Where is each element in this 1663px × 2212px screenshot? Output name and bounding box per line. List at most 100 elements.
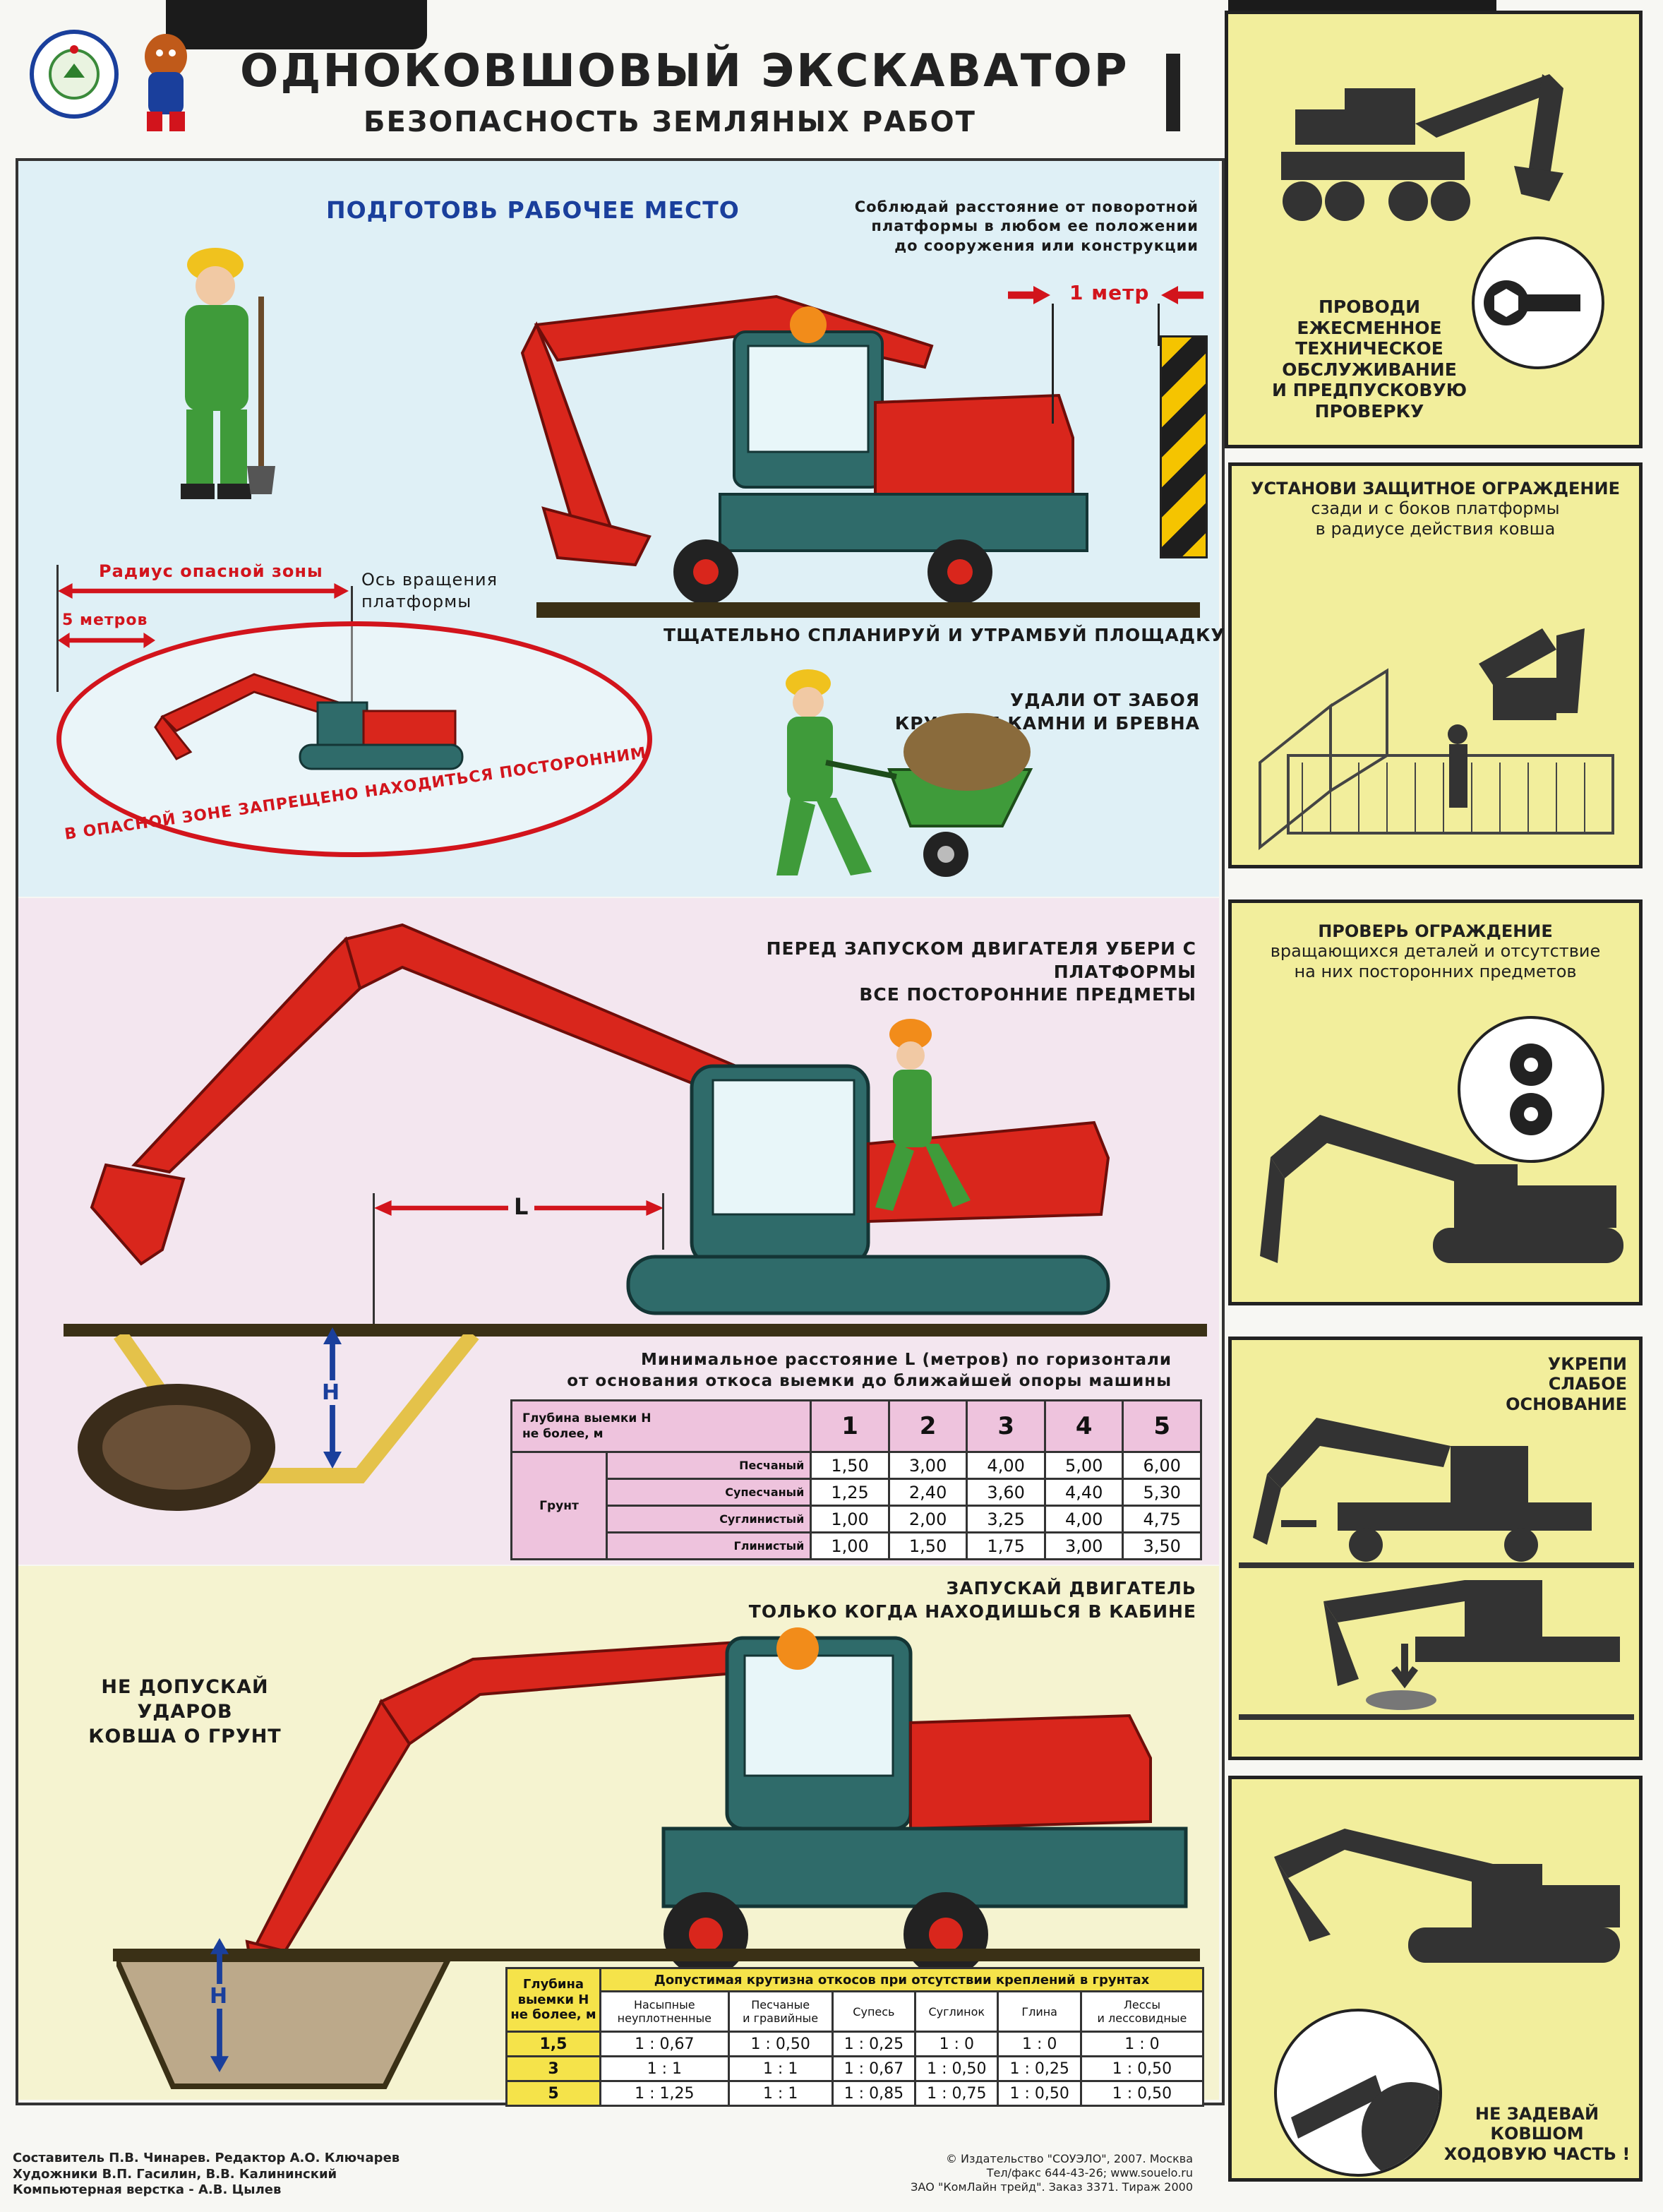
credits-line3: Компьютерная верстка - А.В. Цылев (13, 2182, 282, 2197)
table-cell: 1 : 0,50 (727, 2031, 834, 2057)
panel3-line1: ПРОВЕРЬ ОГРАЖДЕНИЕ (1318, 921, 1553, 941)
hazard-wall (1160, 335, 1208, 558)
no-contact-icon (1274, 2009, 1442, 2177)
depth-4: 4 (1043, 1399, 1124, 1453)
panel1-line4: ОБСЛУЖИВАНИЕ (1282, 359, 1457, 380)
panel2-text: УСТАНОВИ ЗАЩИТНОЕ ОГРАЖДЕНИЕ сзади и с б… (1239, 479, 1632, 539)
publisher-info: © Издательство "СОУЭЛО", 2007. Москва Те… (847, 2152, 1193, 2194)
remove-stones-line1: УДАЛИ ОТ ЗАБОЯ (1010, 690, 1200, 710)
table-cell: 2,40 (887, 1478, 968, 1507)
table-cell: 4,40 (1043, 1478, 1124, 1507)
platform-note-line1: ПЕРЕД ЗАПУСКОМ ДВИГАТЕЛЯ УБЕРИ С ПЛАТФОР… (766, 938, 1196, 982)
panel-rotating-parts: ПРОВЕРЬ ОГРАЖДЕНИЕ вращающихся деталей и… (1228, 899, 1643, 1305)
table-cell: 4,00 (966, 1451, 1046, 1480)
slope-table-title: Допустимая крутизна откосов при отсутств… (599, 1967, 1204, 1992)
table1-title: Минимальное расстояние L (метров) по гор… (515, 1350, 1172, 1392)
table-cell: 3,50 (1122, 1531, 1202, 1560)
distance-note-line3: до сооружения или конструкции (894, 237, 1199, 254)
no-hits-note: НЕ ДОПУСКАЙ УДАРОВ КОВША О ГРУНТ (58, 1675, 312, 1749)
axis-label-line1: Ось вращения (361, 570, 498, 590)
excavator-bucket-icon (1274, 1829, 1620, 1963)
depth-cell: 3 (505, 2055, 601, 2082)
platform-note: ПЕРЕД ЗАПУСКОМ ДВИГАТЕЛЯ УБЕРИ С ПЛАТФОР… (621, 938, 1196, 1007)
no-hits-line1: НЕ ДОПУСКАЙ УДАРОВ (101, 1676, 269, 1723)
panel2-line2: сзади и с боков платформы (1311, 498, 1560, 519)
H-label-2: H (210, 1984, 229, 2009)
excavator-outline-icon (1260, 1115, 1623, 1263)
distance-note-line2: платформы в любом ее положении (871, 217, 1199, 235)
table-cell: 5,30 (1122, 1478, 1202, 1507)
table-cell: 1,50 (810, 1451, 890, 1480)
panel-chassis-warning: НЕ ЗАДЕВАЙ КОВШОМ ХОДОВУЮ ЧАСТЬ ! (1228, 1776, 1643, 2182)
panel1-line2: ЕЖЕСМЕННОЕ (1297, 317, 1442, 338)
credits: Составитель П.В. Чинарев. Редактор А.О. … (13, 2151, 400, 2199)
panel5-line1: НЕ ЗАДЕВАЙ (1475, 2104, 1599, 2124)
table-cell: 1 : 0,50 (914, 2055, 999, 2082)
table-cell: 1 : 1 (727, 2080, 834, 2107)
trench-figure (116, 1959, 452, 2089)
table-cell: 1,75 (966, 1531, 1046, 1560)
logo-emblem-icon (30, 30, 119, 119)
panel4-line1: УКРЕПИ (1547, 1354, 1627, 1374)
ground-line-1 (536, 602, 1200, 618)
panel4-text: УКРЕПИ СЛАБОЕ ОСНОВАНИЕ (1465, 1354, 1627, 1414)
L-label: L (508, 1193, 535, 1220)
table-cell: 4,75 (1122, 1505, 1202, 1534)
radius-guide-left (56, 565, 59, 692)
excavator-wheeled-figure (520, 294, 1088, 604)
table-cell: 1,50 (887, 1531, 968, 1560)
table-cell: 1 : 0 (1079, 2031, 1205, 2057)
table-cell: 1,00 (810, 1531, 890, 1560)
plan-site-note: ТЩАТЕЛЬНО СПЛАНИРУЙ И УТРАМБУЙ ПЛОЩАДКУ (664, 625, 1225, 645)
page-title: ОДНОКОВШОВЫЙ ЭКСКАВАТОР (240, 45, 1129, 97)
five-meters-label: 5 метров (62, 611, 148, 629)
no-hits-line2: КОВША О ГРУНТ (88, 1726, 282, 1748)
table-cell: 3,00 (887, 1451, 968, 1480)
depth-cell: 5 (505, 2080, 601, 2107)
axis-label: Ось вращения платформы (361, 569, 498, 613)
worker-shovel-figure (181, 248, 275, 499)
soil-name: Песчаный (605, 1451, 812, 1480)
panel-weak-ground: УКРЕПИ СЛАБОЕ ОСНОВАНИЕ (1228, 1337, 1643, 1760)
meter-line-right (1158, 304, 1160, 346)
panel2-line1: УСТАНОВИ ЗАЩИТНОЕ ОГРАЖДЕНИЕ (1251, 479, 1620, 498)
L-guide-left (373, 1193, 375, 1327)
depth-3: 3 (966, 1399, 1046, 1453)
depth-2: 2 (887, 1399, 968, 1453)
table-cell: 4,00 (1043, 1505, 1124, 1534)
excavator-tracked-small-figure (154, 673, 464, 770)
H-label: H (322, 1380, 341, 1405)
binder-clip-left (166, 0, 427, 49)
table-cell: 1 : 1,25 (599, 2080, 730, 2107)
soil-name: Суглинистый (605, 1505, 812, 1534)
platform-note-line2: ВСЕ ПОСТОРОННИЕ ПРЕДМЕТЫ (859, 984, 1196, 1005)
table-cell: 1 : 0 (914, 2031, 999, 2057)
table-cell: 1 : 0 (997, 2031, 1082, 2057)
meter-line-left (1052, 304, 1054, 424)
table-cell: 1,25 (810, 1478, 890, 1507)
panel1-text: ПРОВОДИ ЕЖЕСМЕННОЕ ТЕХНИЧЕСКОЕ ОБСЛУЖИВА… (1267, 297, 1472, 422)
table1-title-line2: от основания откоса выемки до ближайшей … (567, 1371, 1172, 1390)
panel4-line3: ОСНОВАНИЕ (1506, 1394, 1627, 1414)
panel3-line2: вращающихся деталей и отсутствие (1270, 941, 1601, 962)
depth-1: 1 (810, 1399, 890, 1453)
table-cell: 3,25 (966, 1505, 1046, 1534)
fence-scene-icon (1259, 628, 1614, 851)
engine-start-line1: ЗАПУСКАЙ ДВИГАТЕЛЬ (946, 1578, 1196, 1598)
panel1-line5: И ПРЕДПУСКОВУЮ (1271, 380, 1467, 400)
excavator-silhouette-icon (1281, 74, 1563, 221)
depth-cell: 1,5 (505, 2031, 601, 2057)
panel1-line1: ПРОВОДИ (1319, 297, 1420, 317)
radius-label: Радиус опасной зоны (99, 561, 323, 581)
panel-fencing: УСТАНОВИ ЗАЩИТНОЕ ОГРАЖДЕНИЕ сзади и с б… (1228, 462, 1643, 868)
